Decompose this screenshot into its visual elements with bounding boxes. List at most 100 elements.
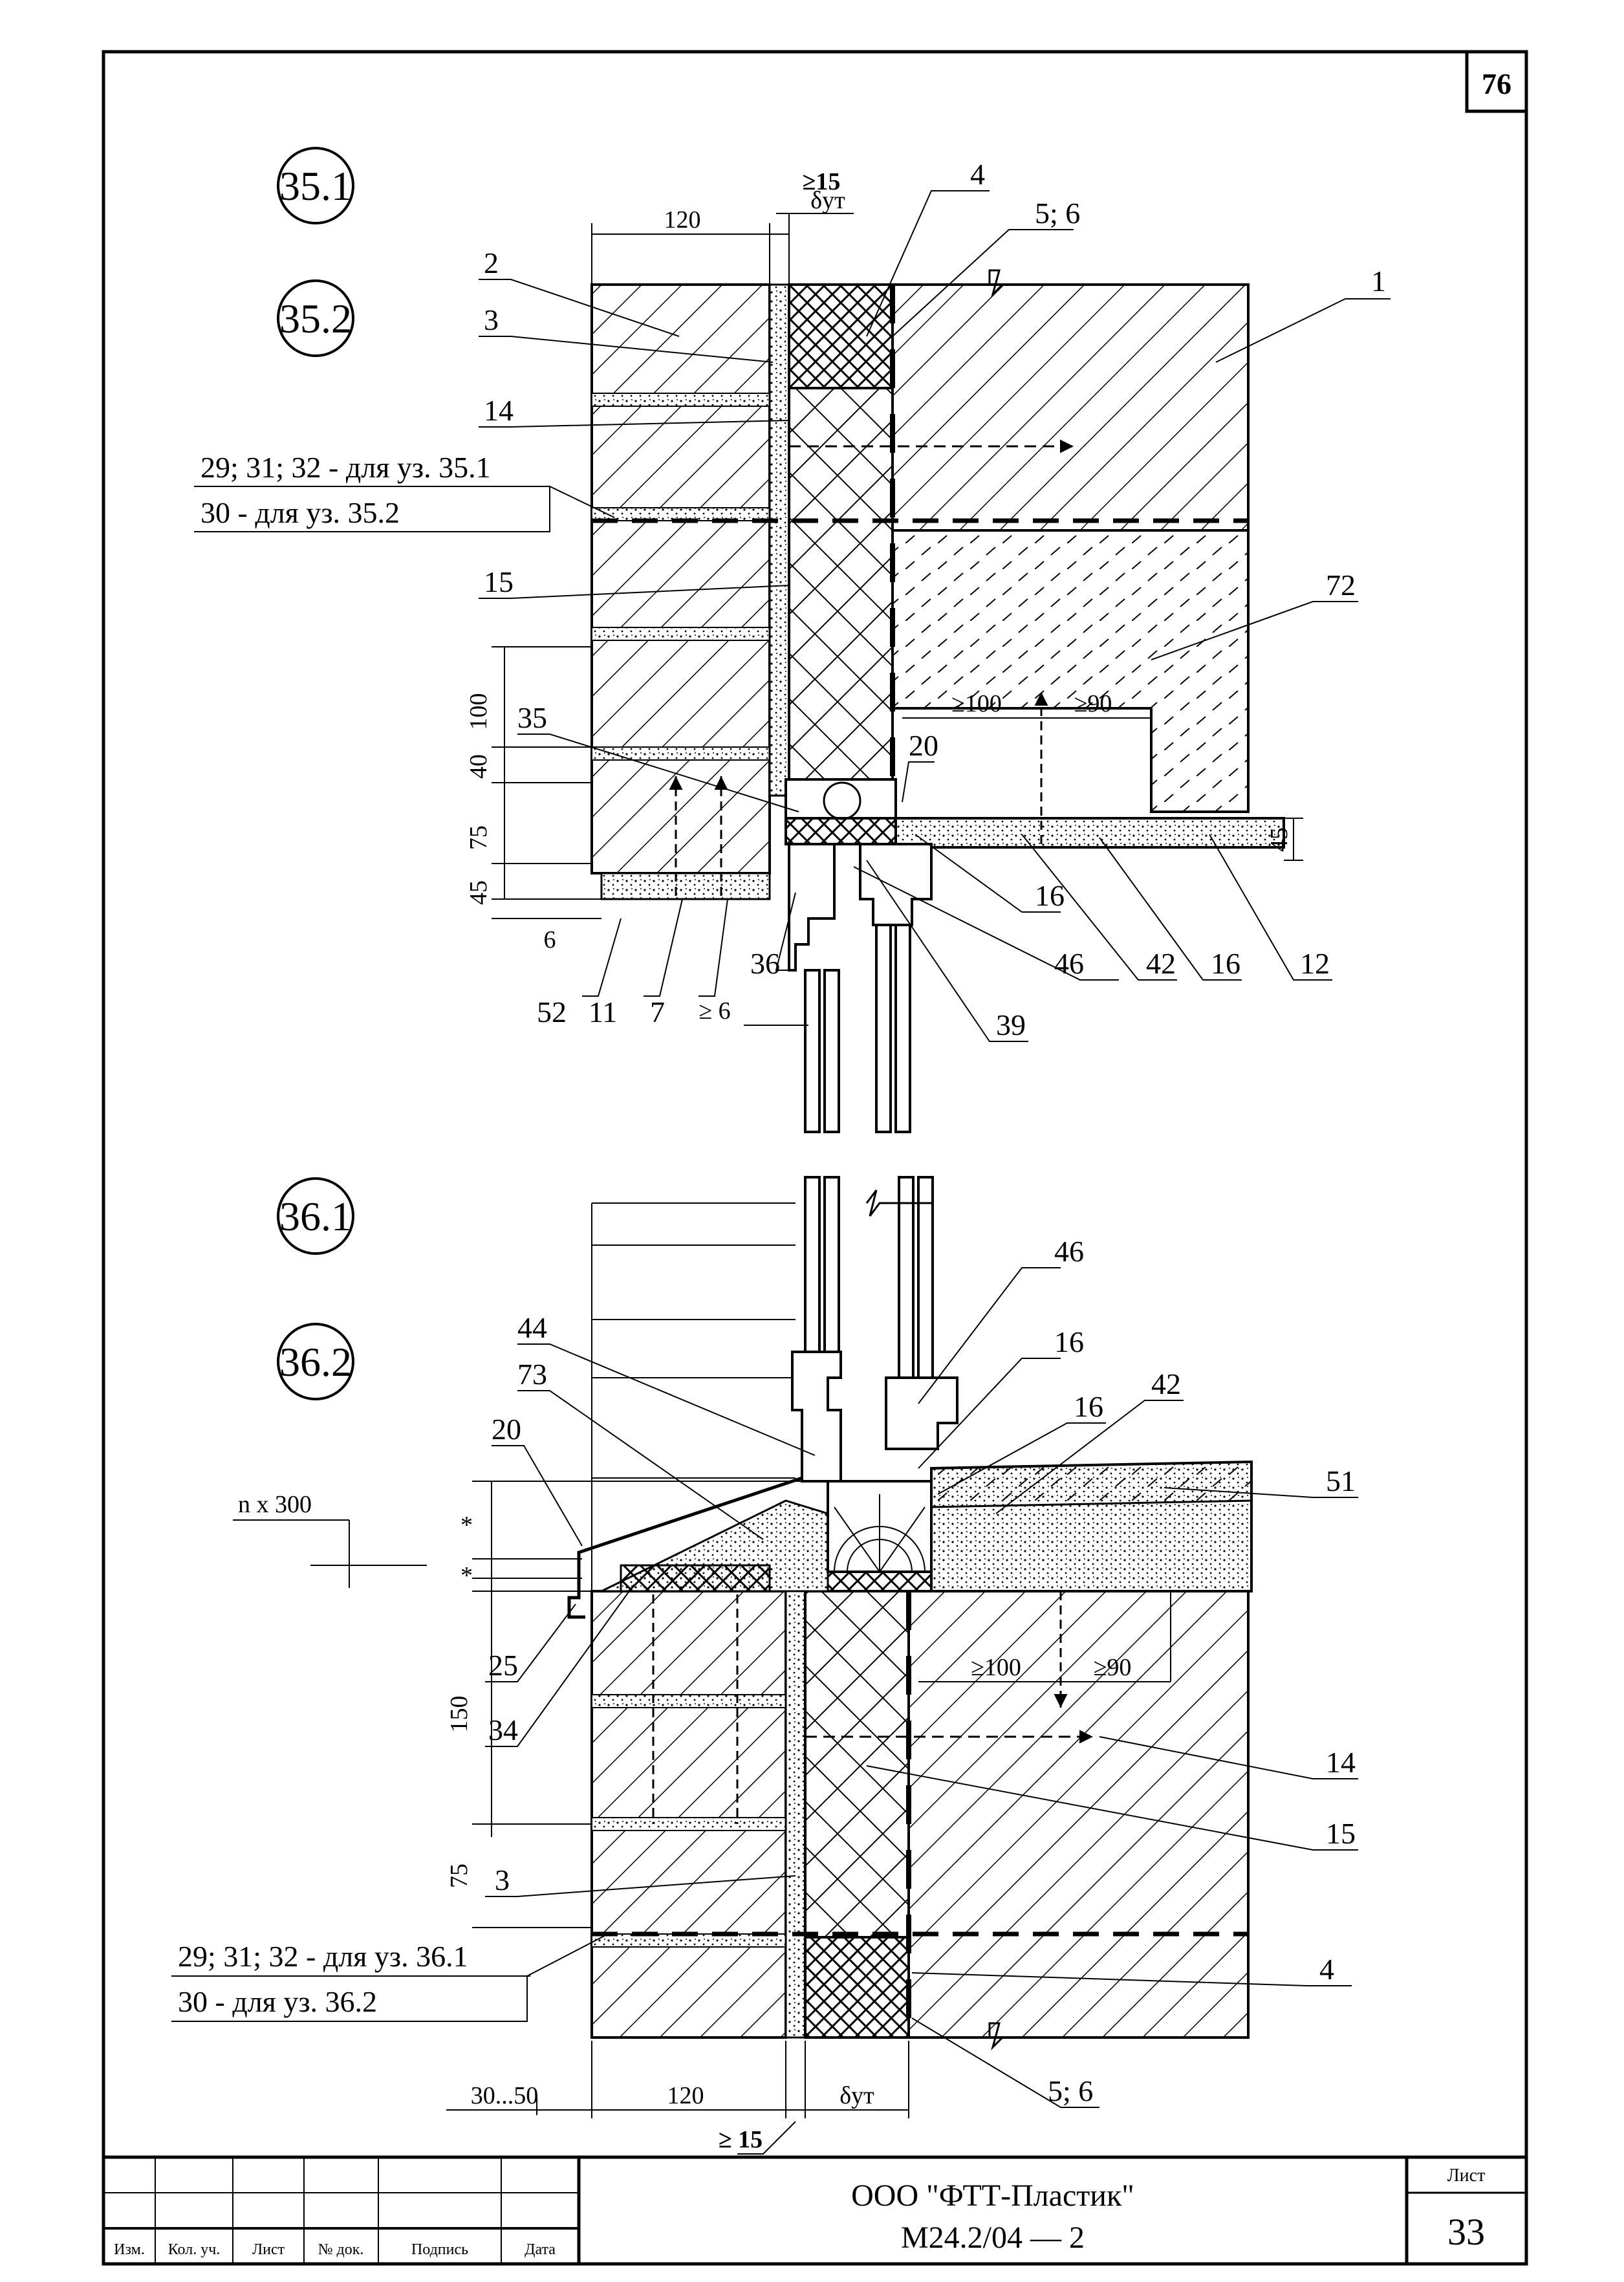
sheet-label: Лист bbox=[1447, 2166, 1486, 2186]
tb-col-izm: Изм. bbox=[114, 2241, 145, 2258]
note-36-leader bbox=[171, 1933, 609, 2022]
note-35-1: 29; 31; 32 - для уз. 35.1 bbox=[200, 451, 491, 484]
brick-facing-lower bbox=[590, 1590, 787, 2039]
dim-star-1: * bbox=[460, 1512, 473, 1539]
insulation-upper bbox=[788, 283, 894, 389]
dim-star-2: * bbox=[460, 1562, 473, 1589]
window-frame-head bbox=[785, 778, 897, 820]
callout-b-44: 44 bbox=[517, 1311, 547, 1344]
insulation bbox=[788, 387, 894, 781]
sealant-tape-lower bbox=[620, 1564, 771, 1592]
callout-b-20: 20 bbox=[492, 1413, 521, 1446]
brick-courses-above bbox=[591, 1202, 796, 1591]
detail-35: 35.1 35.2 bbox=[194, 147, 1391, 1133]
dim-ge6: ≥ 6 bbox=[698, 997, 730, 1025]
callout-b-16b: 16 bbox=[1074, 1390, 1103, 1423]
dim-brick-lower: 120 bbox=[667, 2082, 704, 2109]
break-line-top bbox=[988, 269, 1248, 298]
dim-100: 100 bbox=[465, 693, 492, 730]
plaster-slope bbox=[930, 1461, 1253, 1508]
node-label-36-1: 36.1 bbox=[279, 1193, 352, 1239]
callout-12: 12 bbox=[1300, 947, 1330, 980]
air-gap bbox=[768, 283, 790, 797]
callout-72: 72 bbox=[1326, 569, 1356, 602]
tb-col-date: Дата bbox=[525, 2241, 556, 2258]
callout-7: 7 bbox=[650, 995, 665, 1028]
callout-b-42: 42 bbox=[1151, 1367, 1181, 1400]
callout-5-6: 5; 6 bbox=[1035, 197, 1080, 230]
dimensions-top bbox=[492, 213, 1303, 1026]
sealant-tape-under-frame bbox=[827, 1570, 933, 1592]
dim-40: 40 bbox=[465, 754, 492, 779]
callout-b-51: 51 bbox=[1326, 1464, 1356, 1497]
callout-2: 2 bbox=[484, 246, 499, 279]
page-number-box bbox=[1465, 50, 1528, 113]
callout-39: 39 bbox=[996, 1008, 1026, 1041]
air-gap-lower bbox=[785, 1590, 807, 2039]
brick-facing bbox=[590, 283, 771, 875]
main-wall-lower bbox=[907, 1590, 1250, 2039]
plaster-soffit bbox=[600, 872, 771, 900]
window-profile bbox=[788, 843, 933, 1133]
insulation-lower-base bbox=[804, 1936, 910, 2039]
callout-11: 11 bbox=[589, 995, 617, 1028]
callout-b-34: 34 bbox=[488, 1713, 518, 1746]
dim-ge90: ≥90 bbox=[1074, 690, 1112, 717]
callout-4: 4 bbox=[970, 158, 985, 191]
note-36-2: 30 - для уз. 36.2 bbox=[178, 1985, 377, 2018]
dim-step: n x 300 bbox=[238, 1491, 312, 1518]
detail-36: 36.1 36.2 bbox=[171, 1176, 1358, 2155]
tb-col-list: Лист bbox=[252, 2241, 285, 2258]
dim-insulation-lower: δут bbox=[839, 2082, 874, 2109]
callout-42: 42 bbox=[1146, 947, 1176, 980]
sealant-cord bbox=[823, 781, 861, 820]
callout-16b: 16 bbox=[1211, 947, 1240, 980]
concrete-lintel bbox=[891, 529, 1250, 813]
dim-45: 45 bbox=[465, 880, 492, 905]
node-label-35-1: 35.1 bbox=[279, 163, 352, 209]
dim-gap-min: ≥15 bbox=[803, 168, 841, 195]
node-circle-35-2 bbox=[277, 279, 354, 357]
callout-leaders-bottom bbox=[485, 1267, 1358, 2155]
dim-gap-min-lower: ≥ 15 bbox=[719, 2126, 763, 2153]
document-code: М24.2/04 — 2 bbox=[901, 2221, 1085, 2255]
callout-52: 52 bbox=[537, 995, 567, 1028]
callout-b-16a: 16 bbox=[1054, 1325, 1084, 1358]
tb-col-kol: Кол. уч. bbox=[168, 2241, 221, 2258]
callout-16a: 16 bbox=[1035, 879, 1065, 912]
callout-b-14: 14 bbox=[1326, 1746, 1356, 1779]
dim-30-50: 30...50 bbox=[471, 2082, 539, 2109]
mounting-foam bbox=[894, 817, 1285, 849]
callout-20: 20 bbox=[909, 729, 938, 762]
dim-45-right: 45 bbox=[1266, 827, 1293, 852]
node-label-36-2: 36.2 bbox=[279, 1339, 352, 1385]
callout-15: 15 bbox=[484, 565, 514, 598]
dim-insulation: δут bbox=[810, 187, 845, 214]
dim-ge100-lower: ≥100 bbox=[971, 1654, 1021, 1681]
callout-35: 35 bbox=[517, 701, 547, 734]
callout-b-73: 73 bbox=[517, 1358, 547, 1391]
callout-36: 36 bbox=[750, 947, 780, 980]
sealant-rays bbox=[834, 1494, 926, 1572]
node-label-35-2: 35.2 bbox=[279, 296, 352, 342]
company-name: ООО "ФТТ-Пластик" bbox=[851, 2179, 1134, 2213]
node-circle-35-1 bbox=[277, 147, 354, 224]
dim-6: 6 bbox=[544, 926, 556, 953]
dim-150: 150 bbox=[446, 1696, 473, 1733]
sheet-frame bbox=[102, 50, 1528, 2266]
callout-b-25: 25 bbox=[488, 1649, 518, 1682]
note-35-2: 30 - для уз. 35.2 bbox=[200, 496, 400, 529]
window-profile-lower bbox=[791, 1176, 958, 1483]
tb-col-doc: № док. bbox=[318, 2241, 364, 2258]
node-circle-36-1 bbox=[277, 1177, 354, 1255]
main-wall bbox=[891, 283, 1250, 532]
dimensions-bottom bbox=[233, 1481, 1171, 2118]
sheet-number: 33 bbox=[1447, 2211, 1485, 2253]
break-line-base bbox=[988, 2022, 1004, 2051]
note-35-leader bbox=[194, 485, 615, 532]
note-36-1: 29; 31; 32 - для уз. 36.1 bbox=[178, 1940, 468, 1973]
callout-46: 46 bbox=[1054, 947, 1084, 980]
callout-14: 14 bbox=[484, 394, 514, 427]
callout-3: 3 bbox=[484, 303, 499, 336]
